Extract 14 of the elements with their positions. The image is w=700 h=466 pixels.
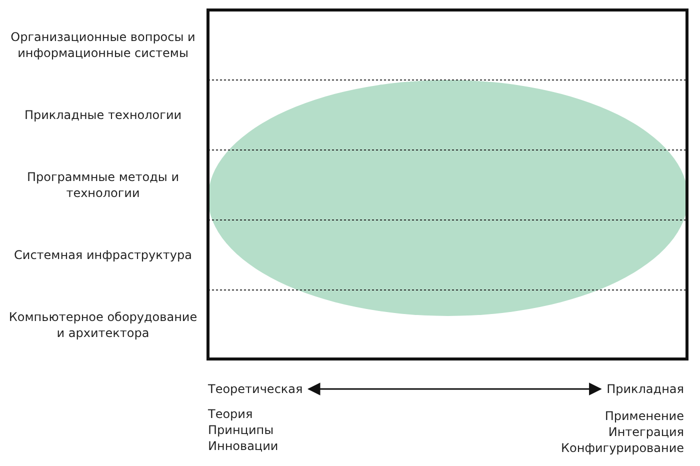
list-item: Применение [604,408,684,424]
double-arrow [307,382,602,396]
row-label: Организационные вопросы и информационные системы [10,29,196,61]
axis-end-label: Прикладная [606,381,684,397]
axis-end-label: Теоретическая [208,381,303,397]
row-label: Программные методы и технологии [26,169,180,201]
list-item: Конфигурирование [560,440,684,456]
row-label: Прикладные технологии [23,107,183,123]
row-label: Компьютерное оборудование и архитектора [8,309,198,341]
list-item: Принципы [208,422,275,438]
row-label: Системная инфраструктура [13,247,193,263]
list-item: Теория [208,406,254,422]
list-item: Интеграция [607,424,684,440]
list-item: Инновации [208,438,280,454]
